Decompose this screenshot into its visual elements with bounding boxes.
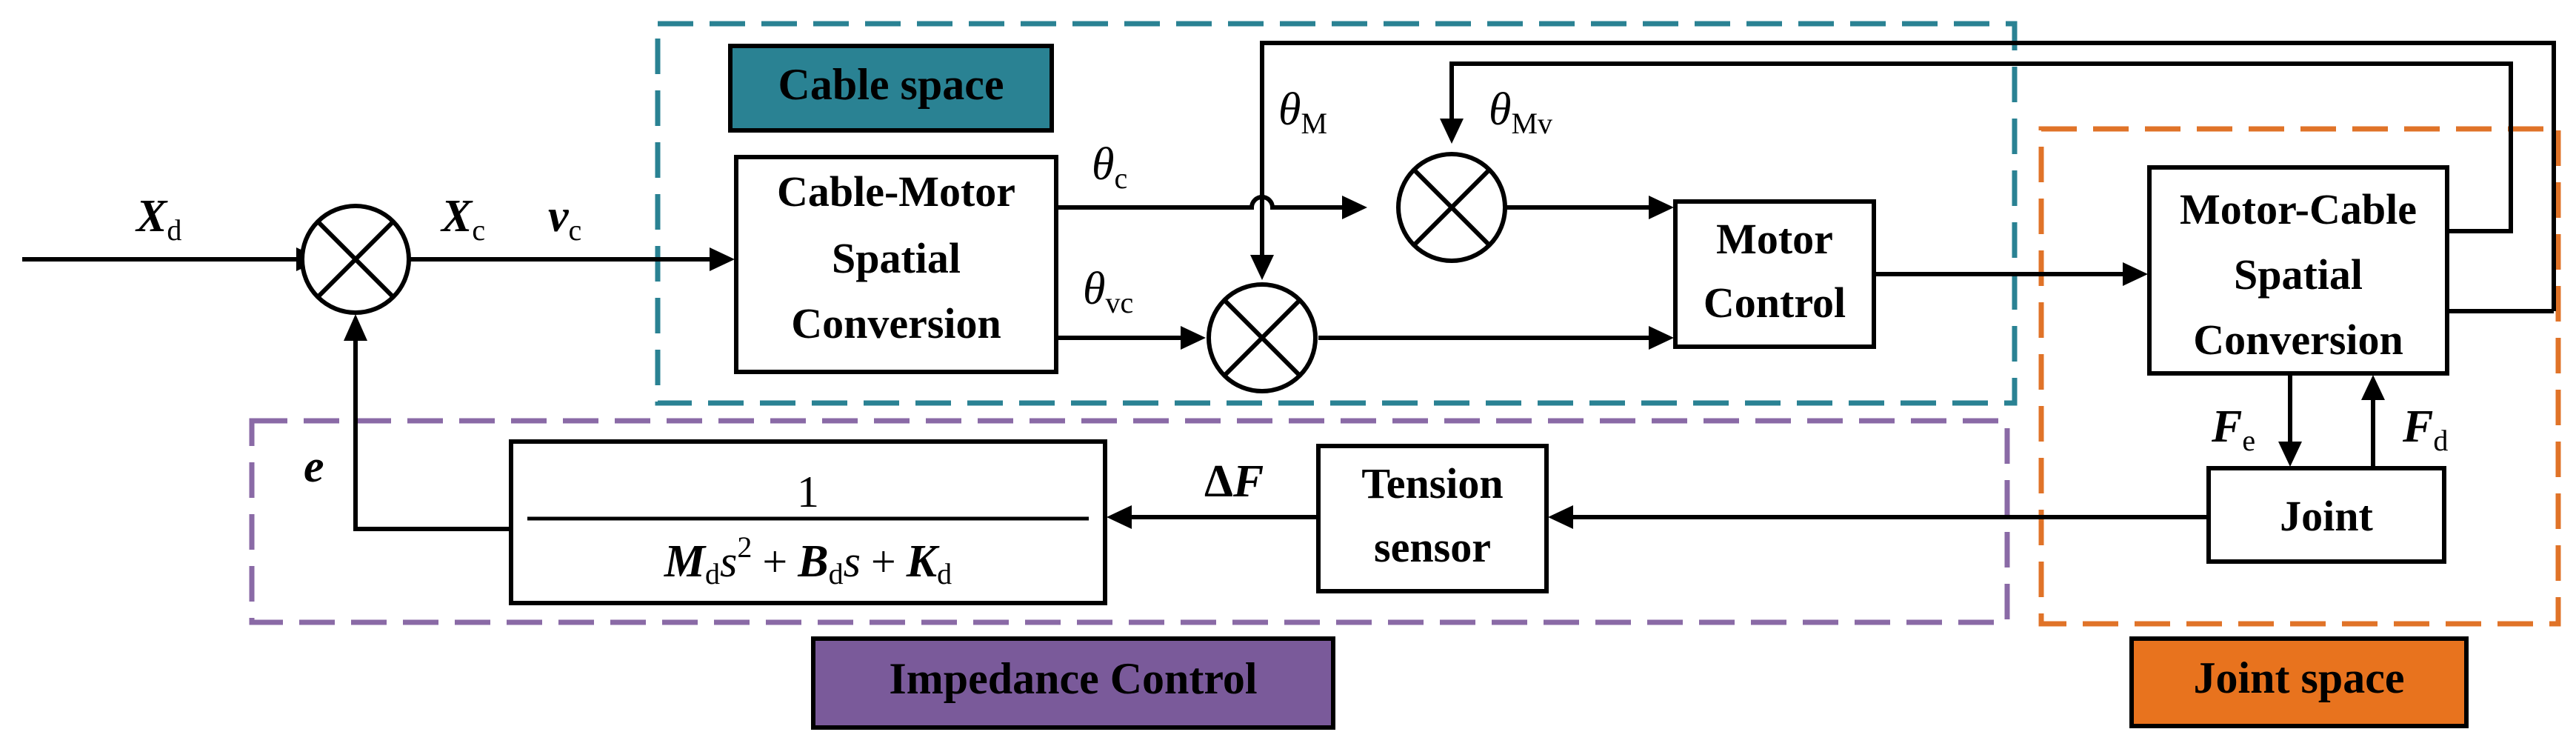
- wire-theta-m-feedback: [1260, 41, 2556, 311]
- cable-space-label-text: Cable space: [778, 60, 1004, 109]
- cable-motor-line2: Spatial: [832, 234, 961, 282]
- motor-control-line1: Motor: [1716, 215, 1833, 263]
- arrowhead-theta-c: [1342, 196, 1367, 219]
- arrowhead-summer2-motor: [1649, 196, 1674, 219]
- motor-cable-line1: Motor-Cable: [2180, 185, 2417, 233]
- signal-fd: Fd: [2402, 402, 2448, 457]
- motor-cable-line2: Spatial: [2234, 250, 2363, 299]
- signal-theta-mv: θMv: [1489, 84, 1552, 140]
- motor-cable-line3: Conversion: [2193, 316, 2403, 364]
- signal-theta-m: θM: [1278, 84, 1327, 140]
- arrowhead-theta-m: [1250, 255, 1274, 280]
- cable-motor-conversion-block: Cable-Motor Spatial Conversion: [734, 155, 1058, 374]
- summing-junction-3: [1207, 282, 1318, 393]
- signal-theta-vc: θvc: [1083, 264, 1133, 319]
- cable-motor-line1: Cable-Motor: [777, 167, 1015, 216]
- signal-delta-f: ΔF: [1204, 456, 1264, 507]
- tf-numerator: 1: [797, 467, 819, 516]
- joint-space-label-text: Joint space: [2194, 653, 2405, 702]
- signal-e: e: [304, 442, 324, 492]
- arrowhead-fd: [2361, 375, 2385, 400]
- motor-cable-conversion-block: Motor-Cable Spatial Conversion: [2147, 165, 2449, 376]
- impedance-control-region: [249, 418, 2010, 625]
- wire-theta-mv-feedback: [1449, 61, 2513, 233]
- wire-e-feedback: [353, 341, 511, 531]
- wire-theta-c: [1056, 195, 1342, 210]
- arrowhead-delta-f: [1107, 505, 1132, 529]
- tf-denominator: Mds2+Bds+Kd: [664, 530, 952, 590]
- motor-control-line2: Control: [1704, 279, 1846, 327]
- impedance-control-label: Impedance Control: [811, 636, 1335, 730]
- arrowhead-motor-to-cable: [2123, 262, 2148, 286]
- motor-control-block: Motor Control: [1673, 199, 1876, 349]
- arrowhead-summer3-motor: [1649, 326, 1674, 350]
- arrowhead-fe: [2278, 442, 2302, 467]
- cable-space-region: [655, 21, 2018, 406]
- signal-xd: Xd: [135, 191, 181, 247]
- signal-fe: Fe: [2211, 402, 2255, 457]
- summing-junction-2: [1396, 152, 1507, 263]
- tension-sensor-line2: sensor: [1374, 523, 1491, 571]
- cable-space-label: Cable space: [728, 44, 1054, 133]
- signal-vc: vc: [548, 191, 581, 247]
- impedance-control-label-text: Impedance Control: [889, 654, 1257, 703]
- joint-space-label: Joint space: [2129, 636, 2469, 728]
- impedance-transfer-function-block: 1 Mds2+Bds+Kd: [509, 439, 1107, 605]
- summing-junction-1: [300, 204, 411, 315]
- arrowhead-joint-sensor: [1548, 505, 1573, 529]
- arrowhead-theta-mv: [1440, 119, 1464, 144]
- arrowhead-vc: [710, 247, 735, 271]
- joint-space-region: [2038, 126, 2561, 627]
- arrowhead-theta-vc: [1181, 326, 1206, 350]
- joint-label: Joint: [2280, 492, 2373, 540]
- tension-sensor-line1: Tension: [1361, 459, 1503, 507]
- tension-sensor-block: Tension sensor: [1316, 444, 1549, 593]
- signal-theta-c: θc: [1092, 139, 1127, 195]
- signal-xc: Xc: [440, 191, 485, 247]
- joint-block: Joint: [2206, 466, 2446, 564]
- arrowhead-e: [344, 314, 367, 341]
- cable-motor-line3: Conversion: [791, 299, 1001, 347]
